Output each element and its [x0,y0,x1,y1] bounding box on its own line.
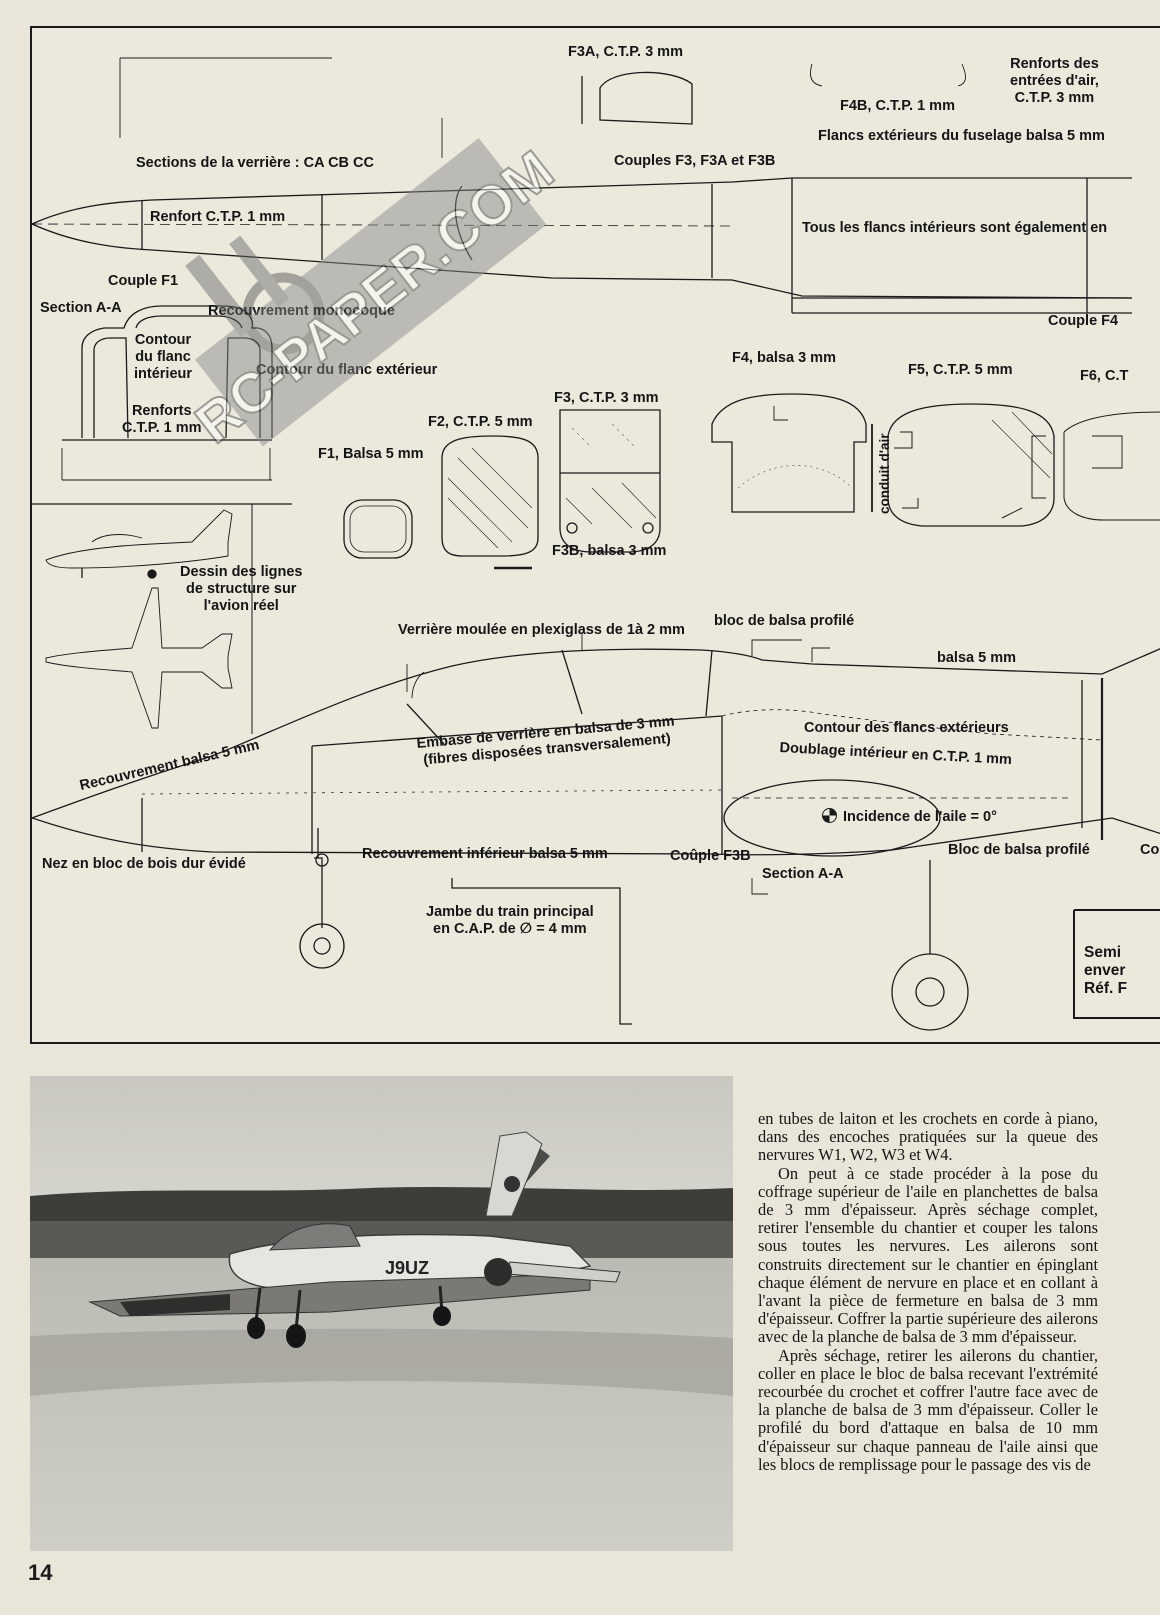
plan-linework [32,57,1160,1031]
f5-outline [887,403,1055,527]
label-couple-f3b: Coûple F3B [670,848,751,864]
main-wheel [891,953,969,1031]
label-contour-interieur: Contour du flanc intérieur [134,332,193,382]
label-f6: F6, C.T [1080,368,1129,384]
aircraft-registration: J9UZ [385,1258,429,1278]
label-incidence: Incidence de l'aile = 0° [843,809,997,825]
article-paragraph-3: Après séchage, retirer les ailerons du c… [758,1345,1098,1474]
aircraft-model: J9UZ [88,1131,621,1348]
page-number: 14 [28,1560,53,1585]
label-flancs-exterieurs: Flancs extérieurs du fuselage balsa 5 mm [818,128,1105,144]
label-conduit-air: conduit d'air [877,433,892,514]
label-recouvrement-monocoque: Recouvrement monocoque [208,303,395,319]
label-section-aa-top: Section A-A [40,300,122,316]
label-jambe: Jambe du train principal en C.A.P. de ∅ … [426,904,594,937]
f6-outline [1063,411,1160,521]
label-section-aa-bottom: Section A-A [762,866,844,882]
f2-outline [441,435,539,557]
label-f4-balsa: F4, balsa 3 mm [732,350,836,366]
fuselage-side-view [32,648,1160,819]
label-f5-ctp: F5, C.T.P. 5 mm [908,362,1013,378]
f3-outline [559,409,661,553]
label-tous-flancs: Tous les flancs intérieurs sont égalemen… [802,220,1108,236]
sketch-side-view [45,509,233,569]
article-text: en tubes de laiton et les crochets en co… [758,1109,1098,1474]
f3a-outline [581,71,693,125]
aircraft-photo-image: J9UZ [30,1076,733,1551]
aircraft-photo: J9UZ [30,1076,733,1551]
label-f3a: F3A, C.T.P. 3 mm [568,44,683,60]
label-renforts-entrees: Renforts des entrées d'air, C.T.P. 3 mm [1010,56,1099,106]
sketch-top-view [45,587,233,729]
fuselage-top-view [32,177,1133,299]
label-f1-balsa: F1, Balsa 5 mm [318,446,424,462]
article-paragraph-1: en tubes de laiton et les crochets en co… [758,1109,1098,1165]
label-nez: Nez en bloc de bois dur évidé [42,856,246,872]
label-renforts-ctp: Renforts C.T.P. 1 mm [122,403,202,436]
label-bloc-balsa-profile2: Bloc de balsa profilé [948,842,1090,858]
label-co: Co [1140,842,1160,858]
label-f4b: F4B, C.T.P. 1 mm [840,98,955,114]
label-f2-ctp: F2, C.T.P. 5 mm [428,414,533,430]
label-sections-verriere: Sections de la verrière : CA CB CC [136,155,374,171]
label-f3-ctp: F3, C.T.P. 3 mm [554,390,659,406]
article-paragraph-2: On peut à ce stade procéder à la pose du… [758,1163,1098,1347]
label-dessin-lignes: Dessin des lignes de structure sur l'avi… [180,564,303,614]
label-renfort-ctp: Renfort C.T.P. 1 mm [150,209,286,225]
f4-outline [711,393,867,513]
wing-section-outline [723,779,941,857]
section-aa-shape [81,305,273,438]
balance-icon [822,808,837,823]
label-bloc-balsa-profile: bloc de balsa profilé [714,613,855,629]
label-f3b: F3B, balsa 3 mm [552,543,667,559]
f1-outline [343,499,413,559]
incidence-row: Incidence de l'aile = 0° [822,808,997,826]
label-couples-f3: Couples F3, F3A et F3B [614,153,776,169]
label-couple-f4: Couple F4 [1048,313,1119,329]
label-contour-flancs-ext: Contour des flancs extérieurs [804,720,1009,736]
label-semi-enver: Semi enver Réf. F [1084,944,1128,997]
label-couple-f1: Couple F1 [108,273,179,289]
label-verriere-moulee: Verrière moulée en plexiglass de 1à 2 mm [398,622,685,638]
plan-drawing: F3A, C.T.P. 3 mm Renforts des entrées d'… [30,26,1160,1044]
label-contour-exterieur: Contour du flanc extérieur [256,362,438,378]
label-recouvrement-inf: Recouvrement inférieur balsa 5 mm [362,846,608,862]
label-balsa-5mm: balsa 5 mm [937,650,1016,666]
